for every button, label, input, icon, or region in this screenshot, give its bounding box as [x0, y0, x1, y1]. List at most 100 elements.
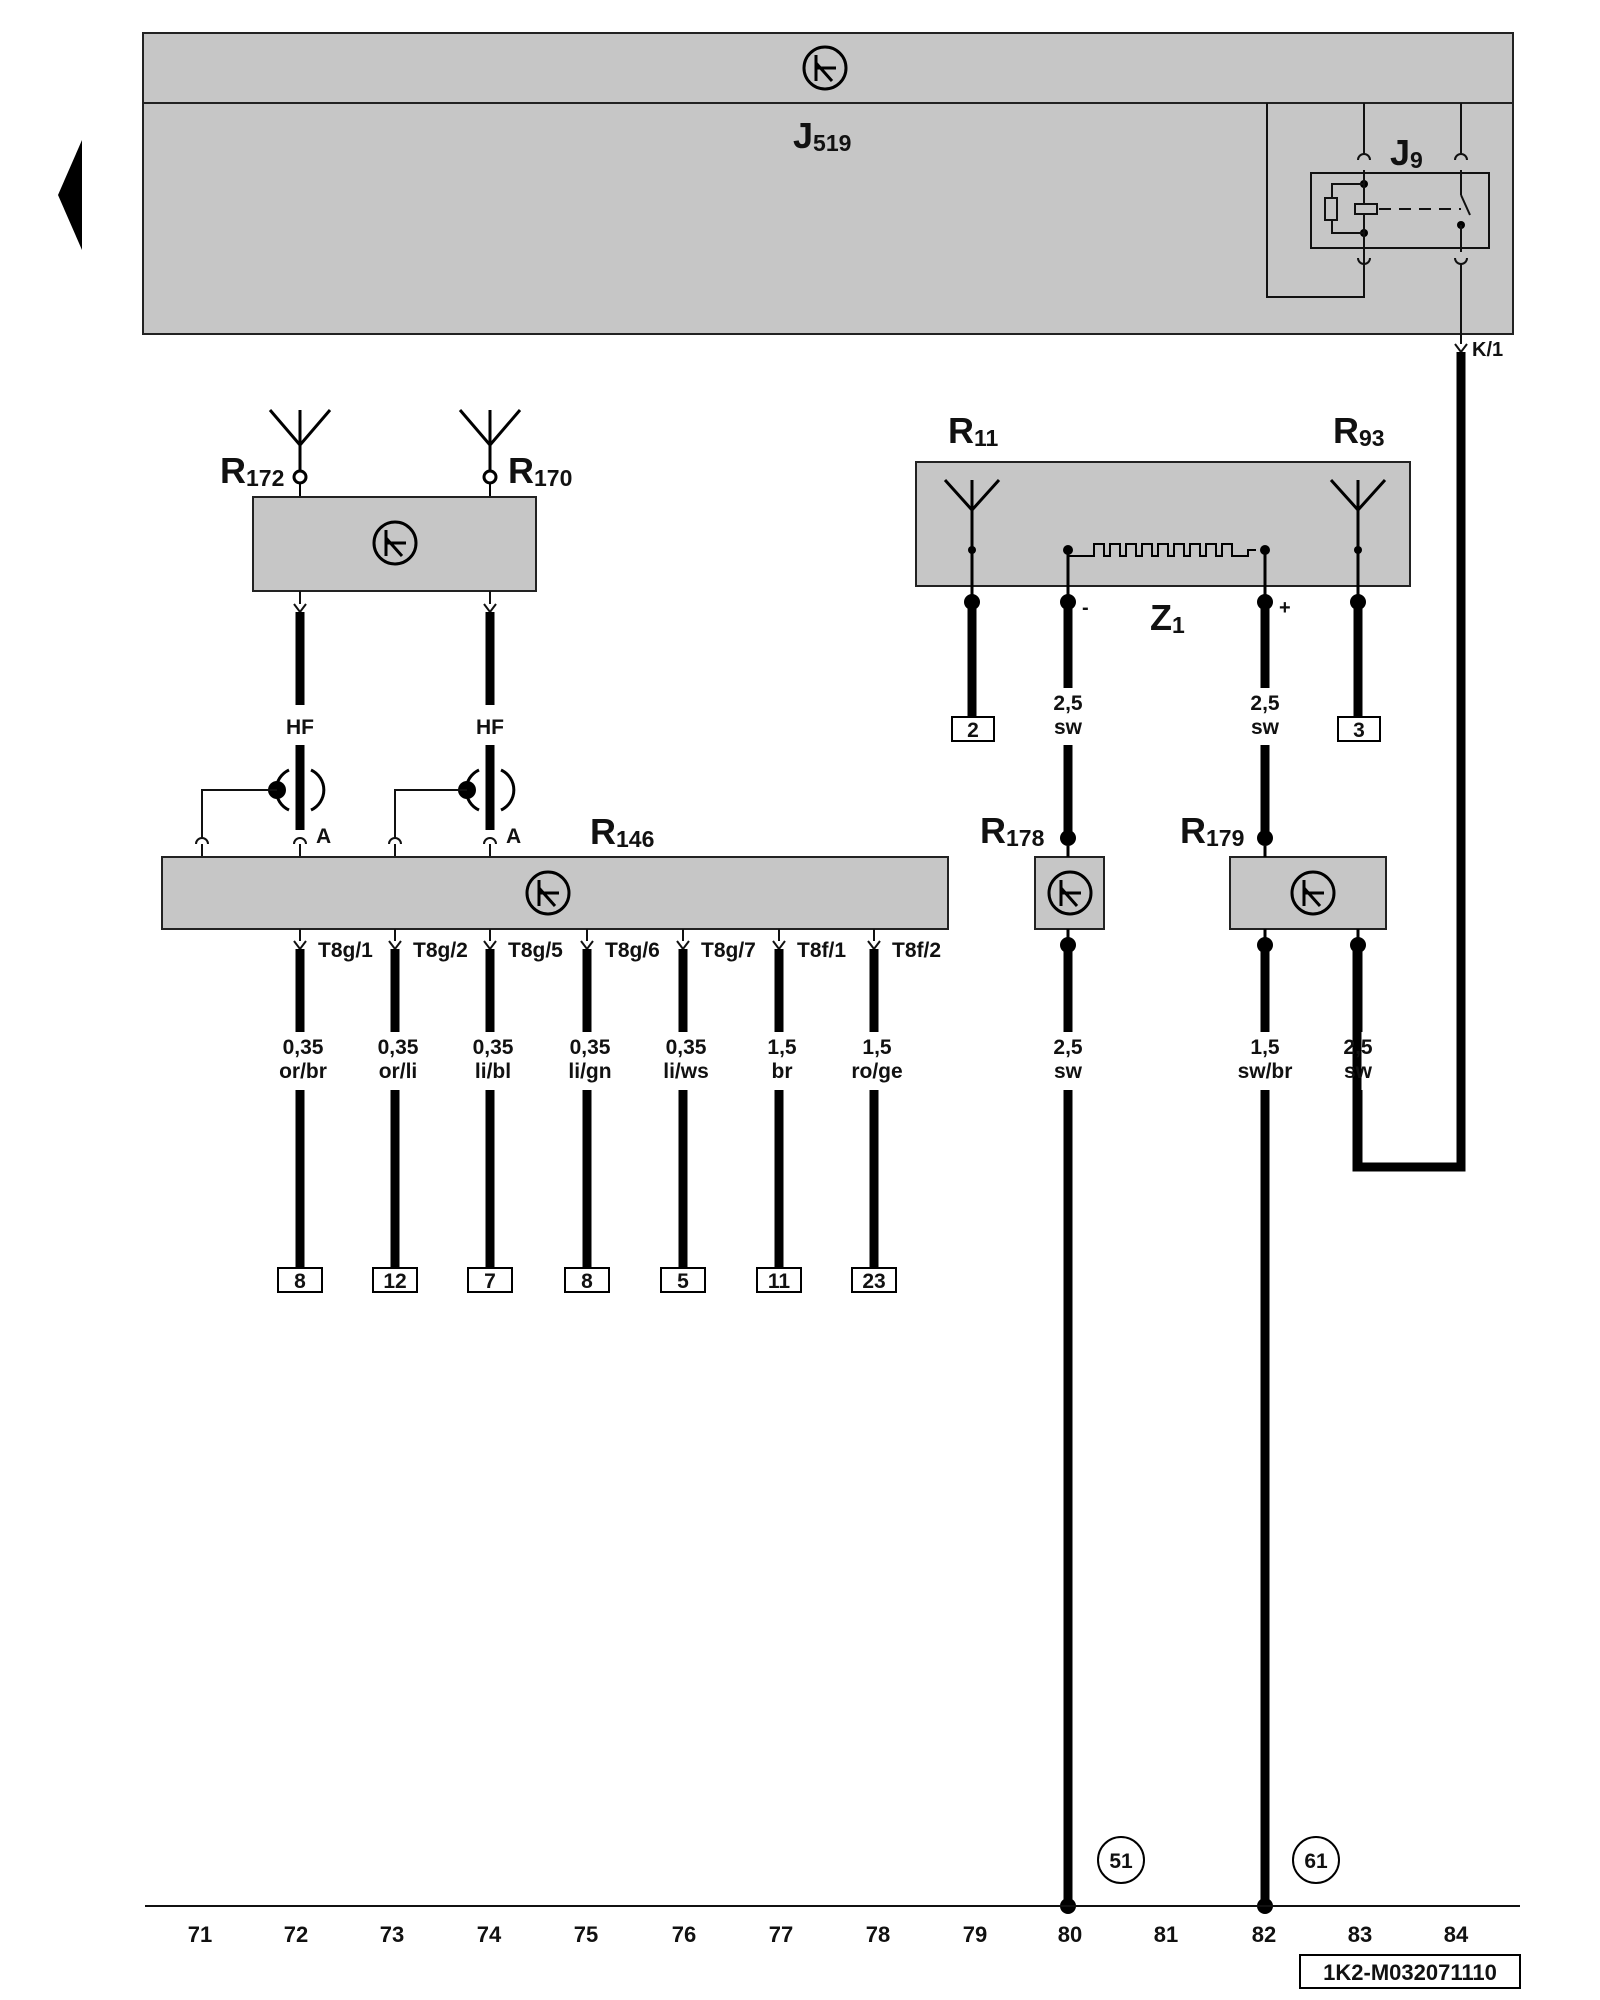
r170-label: R170: [508, 450, 572, 491]
wire-size: 0,35: [473, 1036, 514, 1059]
hf-cable-right: [388, 591, 516, 857]
rear-window-antenna-module: [915, 461, 1411, 587]
doc-id-box: [1299, 1954, 1521, 1989]
wire-color: or/li: [379, 1060, 418, 1083]
column-number: 76: [672, 1922, 696, 1947]
column-number: 73: [380, 1922, 404, 1947]
shield-label-left: A: [316, 825, 331, 848]
svg-text:sw: sw: [1054, 716, 1083, 739]
column-number: 81: [1154, 1922, 1178, 1947]
r93-label: R93: [1333, 410, 1385, 451]
antenna-r93-icon: [1329, 478, 1387, 598]
doc-id: 1K2-M032071110: [1323, 1960, 1497, 1985]
heater-z1-icon: [1063, 543, 1270, 598]
column-number: 78: [866, 1922, 890, 1947]
svg-text:sw: sw: [1251, 716, 1280, 739]
ground-ref-51: 51: [1097, 1836, 1145, 1884]
hf-label-right: HF: [476, 716, 504, 739]
column-number: 80: [1058, 1922, 1082, 1947]
ref-box-label: 23: [862, 1270, 885, 1293]
z1-minus-label: -: [1082, 597, 1089, 619]
electronic-symbol-icon: [1047, 870, 1093, 916]
electronic-symbol-icon: [1290, 870, 1336, 916]
wire-size: 0,35: [378, 1036, 419, 1059]
ref-box: [851, 1267, 897, 1293]
svg-text:3: 3: [1353, 719, 1365, 742]
hf-cable-left: [195, 591, 326, 857]
z1-label: Z1: [1150, 597, 1185, 638]
svg-text:2: 2: [967, 719, 979, 742]
pin-label: T8g/2: [413, 939, 468, 962]
j519-module: [142, 32, 1514, 335]
wire-size: 1,5: [767, 1036, 797, 1059]
ref-box-label: 8: [294, 1270, 306, 1293]
ref-box: [277, 1267, 323, 1293]
ref-box: [756, 1267, 802, 1293]
wire-color: ro/ge: [851, 1060, 902, 1083]
pin-label: T8g/5: [508, 939, 563, 962]
ground-ref-61: 61: [1292, 1836, 1340, 1884]
svg-text:2,5: 2,5: [1053, 692, 1083, 715]
wire-size: 0,35: [570, 1036, 611, 1059]
r146-label: R146: [590, 811, 654, 852]
svg-text:sw: sw: [1054, 1060, 1083, 1083]
wire-color: or/br: [279, 1060, 327, 1083]
ref-box-label: 12: [383, 1270, 406, 1293]
antenna-r170-icon: [458, 409, 522, 485]
pin-label: T8g/7: [701, 939, 756, 962]
antenna-r172-icon: [268, 409, 332, 485]
wire-color: li/bl: [475, 1060, 511, 1083]
j519-label: J519: [793, 115, 851, 156]
ref-box: [372, 1267, 418, 1293]
pin-label: T8g/1: [318, 939, 373, 962]
column-number: 74: [477, 1922, 502, 1947]
column-number: 77: [769, 1922, 793, 1947]
r146-wire-group: T8g/10,35or/br8T8g/20,35or/li12T8g/50,35…: [277, 929, 941, 1293]
svg-text:2,5: 2,5: [1053, 1036, 1083, 1059]
ref-box-label: 7: [484, 1270, 496, 1293]
svg-text:2,5: 2,5: [1343, 1036, 1373, 1059]
wire-color: li/gn: [568, 1060, 611, 1083]
pin-label: T8f/1: [797, 939, 846, 962]
k1-wire: [1352, 352, 1466, 1172]
back-arrow-icon[interactable]: [58, 140, 82, 250]
column-number: 84: [1444, 1922, 1469, 1947]
column-number: 75: [574, 1922, 598, 1947]
wire-size: 0,35: [666, 1036, 707, 1059]
svg-text:2,5: 2,5: [1250, 692, 1280, 715]
electronic-symbol-icon: [525, 870, 571, 916]
k1-pin-label: K/1: [1472, 339, 1503, 361]
r179-module: [1229, 856, 1387, 930]
electronic-symbol-icon: [372, 520, 418, 566]
r178-label: R178: [980, 810, 1045, 851]
r172-label: R172: [220, 450, 284, 491]
ref-box: [467, 1267, 513, 1293]
svg-text:61: 61: [1304, 1850, 1328, 1873]
svg-text:51: 51: [1109, 1850, 1133, 1873]
column-number: 83: [1348, 1922, 1372, 1947]
column-number: 79: [963, 1922, 987, 1947]
r11-label: R11: [948, 410, 999, 451]
electronic-symbol-icon: [802, 45, 848, 91]
ref-box-label: 11: [768, 1270, 791, 1293]
r179-label: R179: [1180, 810, 1244, 851]
ref-box-label: 8: [581, 1270, 593, 1293]
wire-size: 1,5: [862, 1036, 892, 1059]
ref-box-r93: [1337, 716, 1381, 742]
j9-relay: [1266, 103, 1490, 334]
ref-box: [564, 1267, 610, 1293]
j9-label: J9: [1390, 132, 1423, 173]
ref-box-r11: [951, 716, 995, 742]
svg-text:1,5: 1,5: [1250, 1036, 1280, 1059]
svg-text:sw: sw: [1344, 1060, 1373, 1083]
pin-label: T8f/2: [892, 939, 941, 962]
wire-size: 0,35: [283, 1036, 324, 1059]
